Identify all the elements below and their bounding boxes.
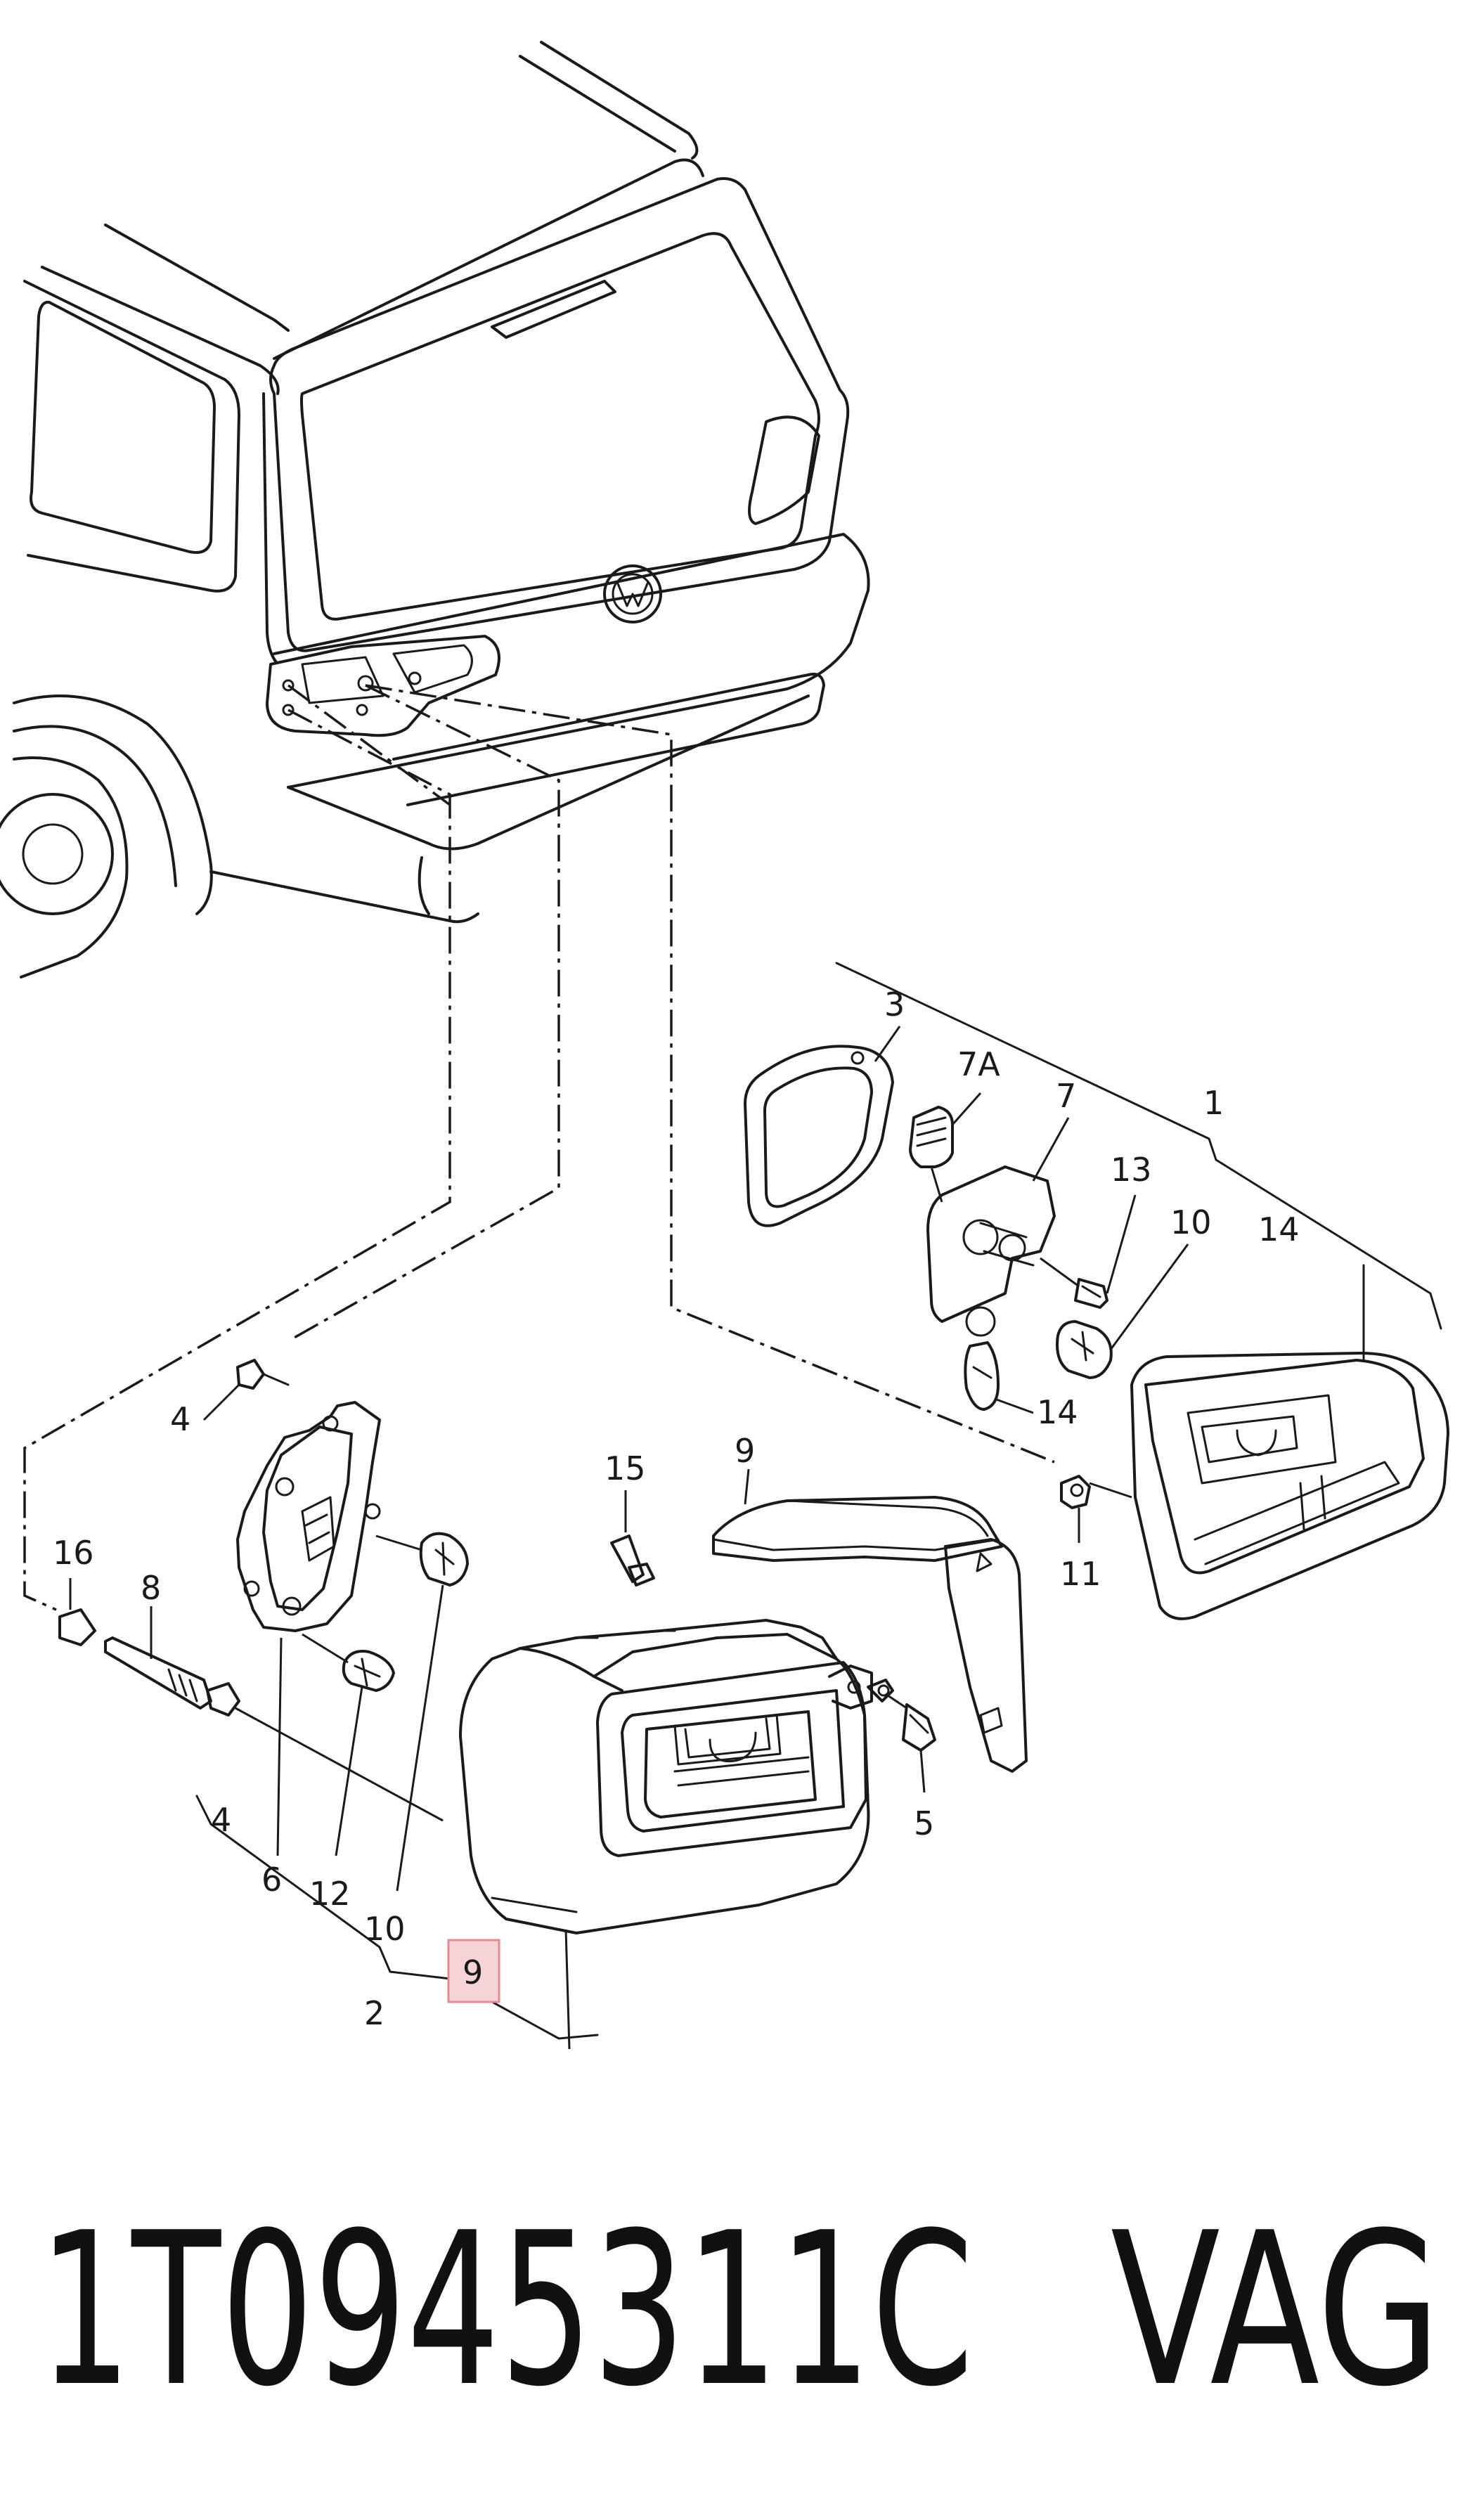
part-11-clip — [1060, 1475, 1132, 1543]
callout-4-top: 4 — [170, 1400, 190, 1438]
part-7a-bulb-socket — [909, 1092, 982, 1203]
callout-11: 11 — [1060, 1555, 1101, 1593]
callouts: 1 3 7A 7 13 10 14 14 9 15 11 4 16 8 5 4 … — [53, 986, 1300, 2032]
highlighted-callout-box — [447, 1939, 500, 2003]
part-12-bulb — [302, 1633, 395, 1856]
footer: 1T0945311C VAG — [39, 2188, 1441, 2433]
part-3-gasket — [744, 1026, 901, 1227]
part-2-outer-taillight — [459, 1619, 894, 2050]
callout-8: 8 — [141, 1569, 161, 1607]
part-10-bulb-right — [1056, 1243, 1189, 1379]
callout-4-bottom: 4 — [211, 1801, 231, 1839]
callout-12: 12 — [309, 1875, 351, 1913]
assembly-dash-lines — [23, 684, 1055, 1611]
callout-3: 3 — [884, 986, 905, 1023]
part-8-threaded-stud — [104, 1606, 444, 1822]
part-6-bulb-carrier — [236, 1401, 381, 1856]
callout-9-trim: 9 — [735, 1432, 755, 1470]
callout-7a: 7A — [957, 1045, 1000, 1083]
callout-1: 1 — [1203, 1084, 1224, 1122]
part-14-bulb — [964, 1341, 1034, 1414]
callout-2: 2 — [364, 1994, 384, 2032]
part-number: 1T0945311C — [39, 2188, 974, 2433]
callout-10-left: 10 — [364, 1910, 406, 1948]
group-bracket-2 — [195, 1795, 599, 2040]
part-4-screw-top — [202, 1359, 290, 1421]
callout-6: 6 — [261, 1861, 282, 1899]
callout-16: 16 — [53, 1534, 94, 1572]
part-5-screw — [885, 1693, 936, 1793]
part-10-bulb-left — [375, 1532, 469, 1892]
brand-name: VAG — [1111, 2188, 1441, 2433]
part-16-sleeve — [58, 1578, 96, 1646]
callout-15: 15 — [605, 1449, 646, 1487]
callout-14-bulb: 14 — [1037, 1393, 1078, 1431]
callout-14-top: 14 — [1258, 1210, 1300, 1248]
part-15-grommet — [610, 1490, 655, 1587]
group-bracket-1 — [835, 962, 1442, 1362]
callout-13: 13 — [1111, 1151, 1152, 1189]
callout-10-right: 10 — [1170, 1203, 1212, 1241]
callout-7: 7 — [1056, 1077, 1076, 1115]
callout-5: 5 — [914, 1804, 934, 1842]
vehicle-rear-illustration — [0, 41, 870, 978]
part-1-inner-taillight — [1130, 1352, 1449, 1620]
part-7-bulb-holder — [926, 1117, 1070, 1337]
part-13-bulb — [1040, 1194, 1137, 1309]
part-9-trim-panel — [712, 1468, 1028, 1773]
highlighted-callout-9: 9 — [463, 1953, 483, 1991]
